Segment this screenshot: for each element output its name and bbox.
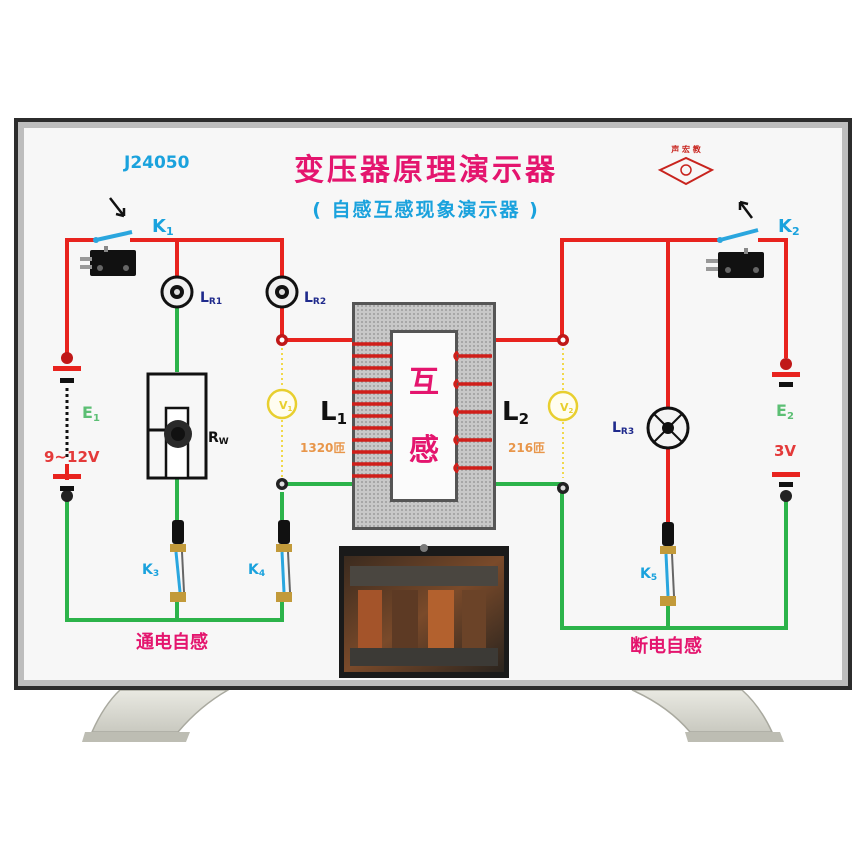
label-l1: L1 — [320, 397, 347, 428]
switch-k2[interactable] — [706, 228, 764, 278]
battery-e2 — [772, 372, 800, 487]
lamp-lr2 — [265, 275, 299, 309]
label-voltage-left: 9~12V — [44, 448, 100, 466]
label-k1: K1 — [152, 216, 174, 238]
label-rw: RW — [208, 430, 229, 447]
battery-e1 — [53, 366, 81, 491]
label-k2: K2 — [778, 216, 800, 238]
arrow-k2-icon — [738, 200, 753, 219]
label-k4: K4 — [248, 562, 265, 579]
right-red-wiring — [496, 238, 788, 528]
label-e1: E1 — [82, 403, 100, 424]
label-lr2: LR2 — [304, 290, 326, 307]
board-stands — [82, 689, 784, 742]
model-number: J24050 — [123, 153, 190, 173]
label-e2: E2 — [776, 401, 794, 422]
logo-text: 声 宏 教 — [670, 144, 702, 154]
label-v2: V2 — [560, 401, 574, 415]
logo-icon — [657, 156, 715, 186]
label-l2: L2 — [502, 397, 529, 428]
key-k5[interactable] — [660, 522, 676, 606]
core-char-2: 感 — [409, 433, 439, 468]
label-k5: K5 — [640, 566, 657, 583]
label-lr3: LR3 — [612, 420, 634, 437]
voltmeter-v1 — [266, 388, 298, 420]
voltmeter-v2 — [547, 390, 579, 422]
transformer-core — [352, 302, 496, 530]
coil-l2-windings — [453, 350, 492, 474]
section-left-label: 通电自感 — [136, 631, 208, 653]
label-lr1: LR1 — [200, 290, 222, 307]
lamp-lr1 — [160, 275, 194, 309]
board-subtitle: ( 自感互感现象演示器 ) — [312, 198, 540, 221]
binding-posts — [61, 334, 792, 502]
label-v1: V1 — [279, 399, 293, 413]
left-green-wiring — [65, 308, 352, 622]
transformer-photo — [339, 544, 509, 678]
lamp-lr3 — [646, 406, 690, 450]
label-turns1: 1320匝 — [300, 441, 345, 455]
arrow-k1-icon — [109, 197, 126, 218]
core-char-1: 互 — [409, 365, 439, 400]
key-k3[interactable] — [170, 520, 186, 602]
voltmeter-leads — [281, 348, 564, 478]
coil-l1-windings — [352, 342, 392, 478]
section-right-label: 断电自感 — [630, 635, 702, 657]
rheostat-rw — [146, 372, 208, 480]
switch-k1[interactable] — [80, 230, 136, 276]
label-k3: K3 — [142, 562, 159, 579]
label-voltage-right: 3V — [774, 442, 796, 460]
key-k4[interactable] — [276, 520, 292, 602]
label-turns2: 216匝 — [508, 441, 545, 455]
board-title: 变压器原理演示器 — [294, 153, 558, 188]
